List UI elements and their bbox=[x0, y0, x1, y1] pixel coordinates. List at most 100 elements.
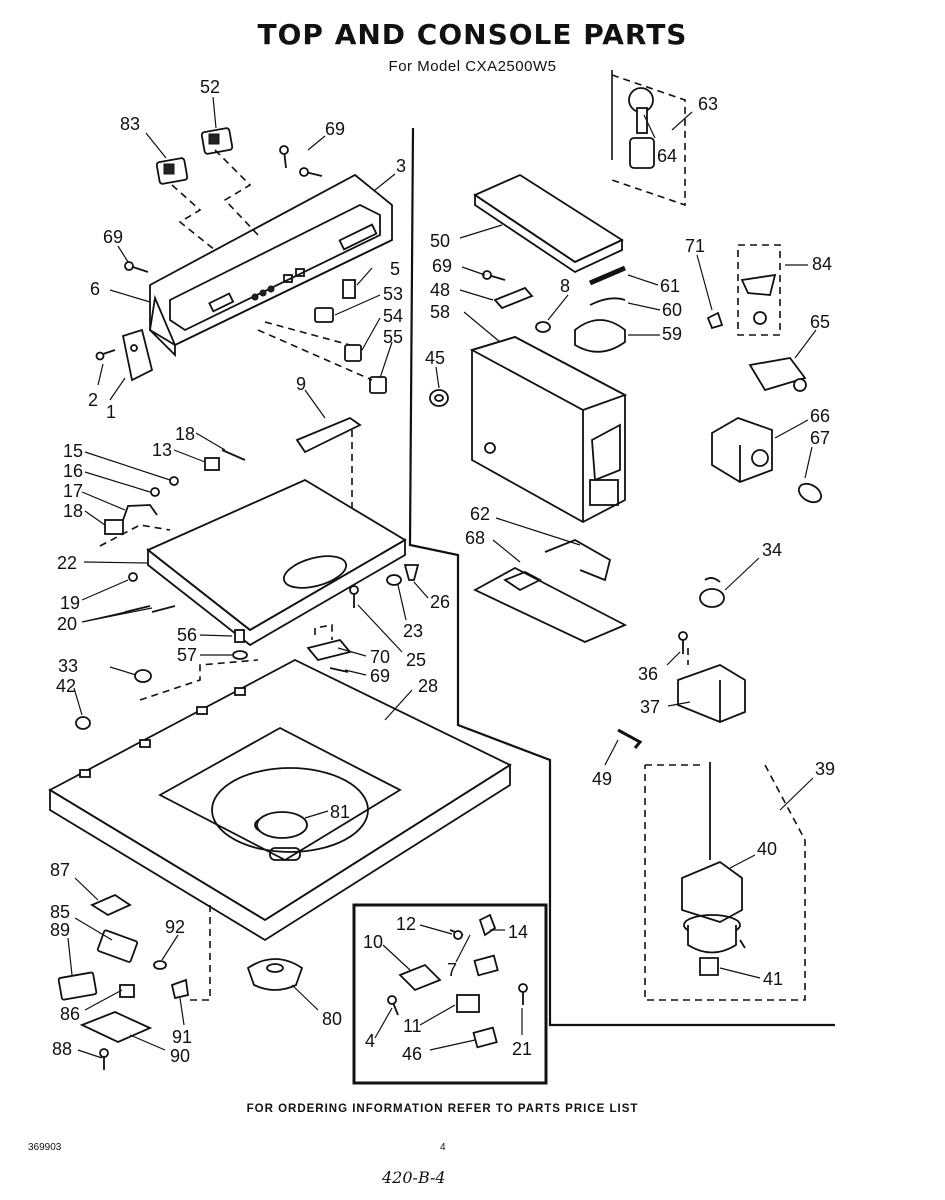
callout-label: 4 bbox=[365, 1031, 375, 1051]
callout-label: 63 bbox=[698, 94, 718, 114]
callout-label: 62 bbox=[470, 504, 490, 524]
screw-69-top bbox=[279, 145, 323, 177]
document-number: 369903 bbox=[28, 1142, 62, 1153]
callout-label: 6 bbox=[90, 279, 100, 299]
callout-label: 45 bbox=[425, 348, 445, 368]
motor-part-34 bbox=[699, 577, 725, 608]
callout-label: 36 bbox=[638, 664, 658, 684]
callout-label: 80 bbox=[322, 1009, 342, 1029]
part-62-68 bbox=[473, 539, 628, 643]
callout-label: 64 bbox=[657, 146, 677, 166]
cover-80 bbox=[246, 958, 304, 991]
callout-label: 69 bbox=[370, 666, 390, 686]
callout-label: 68 bbox=[465, 528, 485, 548]
callout-label: 86 bbox=[60, 1004, 80, 1024]
knob-54 bbox=[344, 344, 362, 362]
section-separators bbox=[352, 70, 835, 1085]
timer-66 bbox=[711, 417, 773, 483]
inset-small-parts bbox=[387, 913, 528, 1049]
lid-fasteners bbox=[232, 564, 420, 673]
callout-label: 81 bbox=[330, 802, 350, 822]
leader-lines bbox=[67, 96, 817, 1059]
callout-label: 58 bbox=[430, 302, 450, 322]
switch-52 bbox=[200, 127, 234, 155]
callout-label: 69 bbox=[103, 227, 123, 247]
rod-61 bbox=[589, 265, 626, 286]
callout-label: 37 bbox=[640, 697, 660, 717]
knob-53 bbox=[314, 307, 334, 323]
ordering-note: FOR ORDERING INFORMATION REFER TO PARTS … bbox=[246, 1103, 639, 1115]
callout-label: 61 bbox=[660, 276, 680, 296]
callout-label: 34 bbox=[762, 540, 782, 560]
callout-label: 40 bbox=[757, 839, 777, 859]
callout-label: 90 bbox=[170, 1046, 190, 1066]
callout-label: 25 bbox=[406, 650, 426, 670]
callout-label: 42 bbox=[56, 676, 76, 696]
callout-label: 85 bbox=[50, 902, 70, 922]
knob-5 bbox=[342, 279, 356, 299]
lid-switch-parts bbox=[57, 893, 211, 1070]
callout-label: 84 bbox=[812, 254, 832, 274]
lid-assembly bbox=[146, 478, 407, 647]
callout-label: 39 bbox=[815, 759, 835, 779]
callout-label: 54 bbox=[383, 306, 403, 326]
callout-label: 11 bbox=[403, 1016, 422, 1036]
callout-label: 59 bbox=[662, 324, 682, 344]
callout-label: 16 bbox=[63, 461, 83, 481]
callout-label: 13 bbox=[152, 440, 172, 460]
callout-label: 3 bbox=[396, 156, 406, 176]
callout-label: 88 bbox=[52, 1039, 72, 1059]
nut-33 bbox=[134, 669, 152, 683]
page-title: TOP AND CONSOLE PARTS bbox=[257, 18, 688, 51]
motor-assembly-39 bbox=[644, 762, 806, 1001]
bracket-48 bbox=[493, 286, 534, 310]
callout-label: 69 bbox=[432, 256, 452, 276]
switch-83 bbox=[155, 157, 189, 185]
clip-49 bbox=[617, 728, 643, 749]
callout-label: 92 bbox=[165, 917, 185, 937]
callout-label: 52 bbox=[200, 77, 220, 97]
callout-label: 33 bbox=[58, 656, 78, 676]
callout-label: 70 bbox=[370, 647, 390, 667]
callout-label: 2 bbox=[88, 390, 98, 410]
handwritten-note: 420-B-4 bbox=[382, 1168, 446, 1187]
callout-label: 57 bbox=[177, 645, 197, 665]
callout-label: 22 bbox=[57, 553, 77, 573]
console-panel bbox=[149, 173, 393, 358]
screw-36 bbox=[678, 631, 688, 654]
callout-label: 21 bbox=[512, 1039, 532, 1059]
callout-label: 7 bbox=[447, 960, 457, 980]
callout-label: 65 bbox=[810, 312, 830, 332]
callout-label: 12 bbox=[396, 914, 416, 934]
assembly-path-83 bbox=[171, 184, 216, 251]
callout-label: 46 bbox=[402, 1044, 422, 1064]
callout-label: 50 bbox=[430, 231, 450, 251]
lid-switch-actuator-81 bbox=[256, 811, 308, 839]
knob-67 bbox=[797, 482, 823, 504]
screw-69-right bbox=[482, 270, 506, 281]
callout-label: 83 bbox=[120, 114, 140, 134]
bracket-37 bbox=[677, 648, 746, 723]
page-number: 4 bbox=[440, 1142, 446, 1153]
switch-65 bbox=[748, 357, 807, 392]
callout-label: 55 bbox=[383, 327, 403, 347]
callout-label: 26 bbox=[430, 592, 450, 612]
assembly-path-52 bbox=[214, 149, 259, 236]
screw-71 bbox=[706, 311, 724, 330]
lid-panel-50 bbox=[473, 173, 624, 274]
callout-label: 89 bbox=[50, 920, 70, 940]
callout-label: 20 bbox=[57, 614, 77, 634]
console-box-58 bbox=[469, 336, 628, 524]
end-cap-1 bbox=[95, 328, 154, 382]
separator-line-main bbox=[408, 127, 835, 1027]
callout-label: 48 bbox=[430, 280, 450, 300]
callout-label: 18 bbox=[63, 501, 83, 521]
callout-label: 17 bbox=[63, 481, 83, 501]
callout-label: 66 bbox=[810, 406, 830, 426]
callout-labels: 52 83 69 3 69 6 5 53 54 55 2 1 9 63 64 5… bbox=[50, 77, 835, 1066]
grommet-45 bbox=[429, 389, 449, 407]
lid-handle-9 bbox=[295, 416, 362, 454]
callout-label: 19 bbox=[60, 593, 80, 613]
